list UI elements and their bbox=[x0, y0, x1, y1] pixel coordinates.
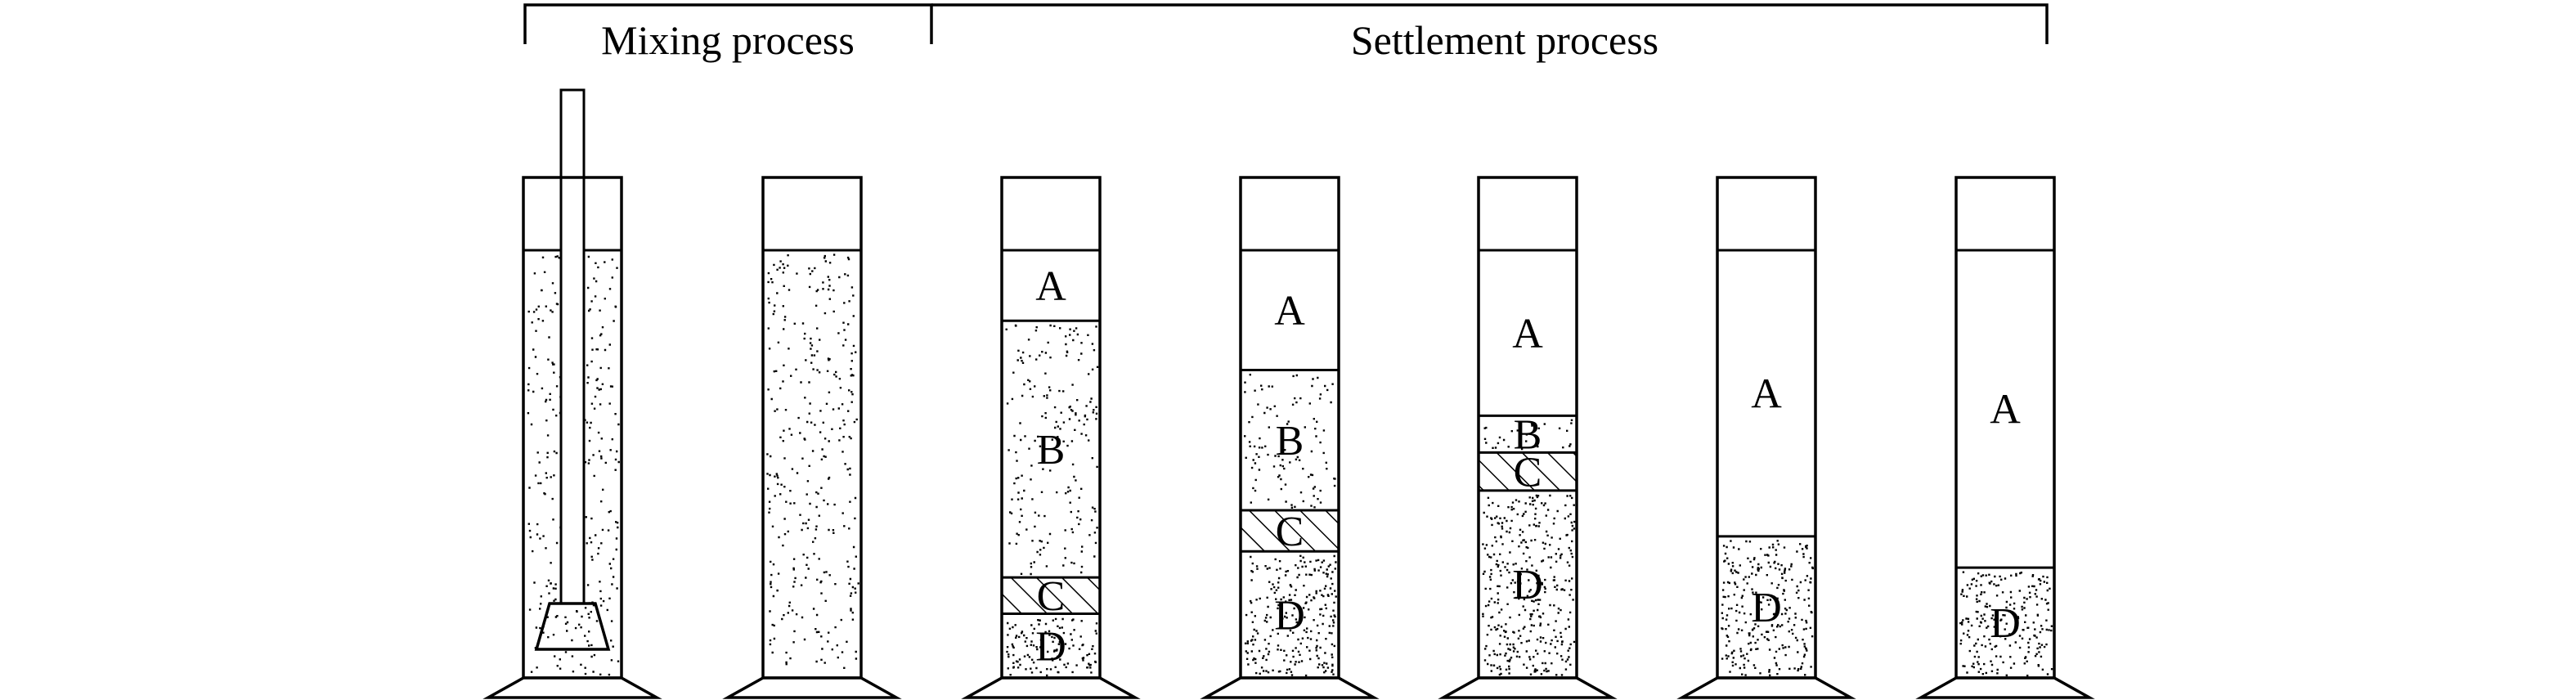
cylinder-wall bbox=[761, 176, 863, 680]
layer-clear: A bbox=[1274, 288, 1305, 334]
layer-label-d: D bbox=[1751, 585, 1782, 631]
layer-label-c: C bbox=[1037, 573, 1066, 620]
layer-sediment: D bbox=[1002, 612, 1100, 677]
layer-label-d: D bbox=[1274, 592, 1305, 639]
layer-label-b: B bbox=[1514, 412, 1542, 459]
suspension-particles bbox=[1483, 419, 1573, 451]
graduated-cylinder: AD bbox=[1915, 176, 2095, 699]
suspension-particles bbox=[766, 254, 859, 669]
layer-label-a: A bbox=[1512, 311, 1543, 357]
layer-label-b: B bbox=[1276, 418, 1304, 464]
graduated-cylinder: A BC D bbox=[1438, 176, 1618, 699]
layer-label-d: D bbox=[1035, 623, 1066, 670]
sediment-particles bbox=[1959, 571, 2053, 677]
settlement-process-bracket bbox=[931, 3, 2049, 44]
cylinder-base bbox=[1200, 676, 1380, 699]
layer-suspension: B bbox=[1479, 412, 1577, 459]
layer-transition: C bbox=[1479, 449, 1577, 496]
layer-clear: A bbox=[1751, 371, 1782, 418]
graduated-cylinder bbox=[482, 88, 662, 699]
graduated-cylinder: A BCD bbox=[1200, 176, 1380, 699]
stirring-rod bbox=[559, 88, 586, 605]
cylinder-base bbox=[482, 676, 662, 699]
transition-hatching bbox=[1241, 509, 1339, 552]
layer-label-b: B bbox=[1037, 427, 1066, 473]
layer-sediment: D bbox=[1717, 535, 1815, 676]
cylinder-base bbox=[722, 676, 902, 699]
transition-hatching bbox=[1479, 452, 1577, 491]
mixing-process-bracket bbox=[523, 3, 933, 44]
layer-label-a: A bbox=[1751, 371, 1782, 418]
layer-suspension: B bbox=[1002, 319, 1100, 576]
mixing-process-header: Mixing process bbox=[601, 17, 855, 63]
layer-clear: A bbox=[1035, 263, 1066, 310]
cylinder-base bbox=[1676, 676, 1856, 699]
graduated-cylinder: AD bbox=[1676, 176, 1856, 699]
layer-clear: A bbox=[1990, 387, 2021, 433]
layer-label-d: D bbox=[1990, 600, 2021, 647]
layer-label-a: A bbox=[1035, 263, 1066, 310]
layer-label-a: A bbox=[1990, 387, 2021, 433]
layer-label-a: A bbox=[1274, 288, 1305, 334]
graduated-cylinder: A B CD bbox=[961, 176, 1141, 699]
transition-hatching bbox=[1002, 577, 1100, 614]
sediment-particles bbox=[1244, 554, 1337, 677]
layer-sediment: D bbox=[1241, 550, 1339, 677]
layer-transition: C bbox=[1241, 509, 1339, 555]
settlement-process-header: Settlement process bbox=[1351, 17, 1658, 63]
cylinder-base bbox=[1438, 676, 1618, 699]
layer-label-d: D bbox=[1512, 562, 1543, 608]
stirrer-disc bbox=[534, 602, 611, 651]
layer-sediment: D bbox=[1479, 489, 1577, 676]
layer-label-c: C bbox=[1276, 509, 1304, 555]
sediment-particles bbox=[1482, 494, 1576, 676]
stirrer bbox=[534, 88, 611, 651]
cylinder-base bbox=[961, 676, 1141, 699]
graduated-cylinder bbox=[722, 176, 902, 699]
layer-sediment: D bbox=[1956, 566, 2054, 677]
cylinder-base bbox=[1915, 676, 2095, 699]
layer-label-c: C bbox=[1514, 449, 1542, 496]
layer-clear: A bbox=[1512, 311, 1543, 357]
layer-suspension bbox=[766, 254, 859, 669]
suspension-particles bbox=[1244, 374, 1336, 509]
layer-transition: C bbox=[1002, 573, 1100, 620]
layer-suspension: B bbox=[1241, 368, 1339, 509]
